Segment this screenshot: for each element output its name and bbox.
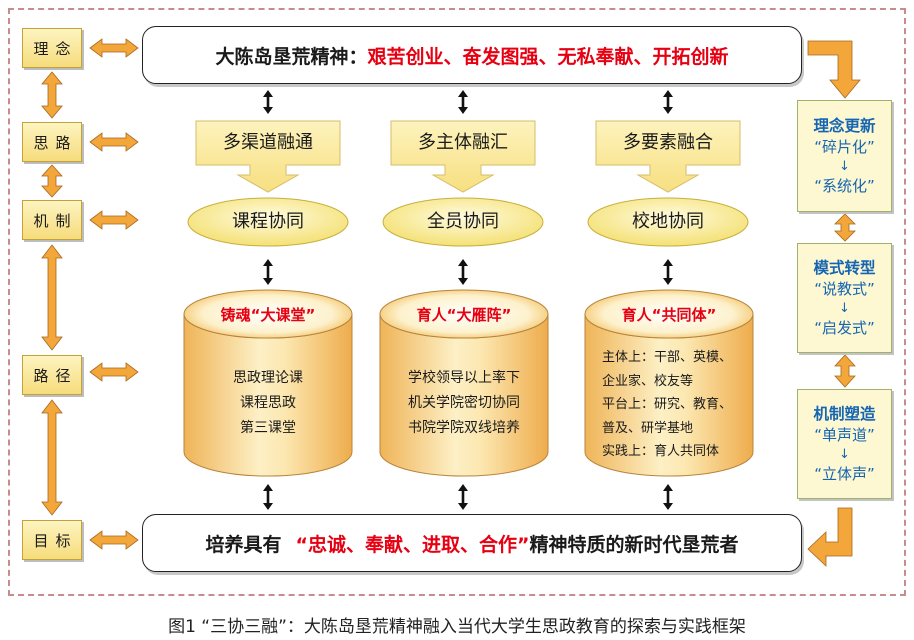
double-arrow-vertical xyxy=(41,399,63,516)
spirit-banner-prefix: 大陈岛垦荒精神： xyxy=(215,45,368,68)
left-box-mechanism: 机制 xyxy=(22,200,82,240)
synergy-ellipse-2 xyxy=(382,197,544,247)
connector-arrow xyxy=(663,484,673,510)
double-arrow-vertical xyxy=(834,213,856,242)
down-arrow-icon: ↓ xyxy=(839,447,850,462)
right-box-mode-shift: 模式转型 “说教式” ↓ “启发式” xyxy=(797,243,892,353)
goal-banner-prefix: 培养具有 xyxy=(205,533,282,556)
integration-label-1: 多渠道融通 xyxy=(223,132,313,153)
cylinder-lines-3: 主体上：干部、英模、 企业家、校友等 平台上：研究、教育、 普及、研学基地 实践… xyxy=(602,346,750,464)
right-box-to: “系统化” xyxy=(814,177,875,195)
connector-arrow xyxy=(458,90,468,114)
right-box-from: “碎片化” xyxy=(814,138,875,156)
double-arrow-horizontal xyxy=(89,210,139,230)
integration-label-2: 多主体融汇 xyxy=(418,132,508,153)
integration-box-1 xyxy=(195,120,341,193)
cylinder-title-1: 铸魂“大课堂” xyxy=(220,306,316,324)
synergy-label-1: 课程协同 xyxy=(232,211,304,232)
cylinder-line: 实践上：育人共同体 xyxy=(602,444,720,459)
connector-arrow xyxy=(263,484,273,510)
double-arrow-vertical xyxy=(41,244,63,351)
cylinder-line: 平台上：研究、教育、 xyxy=(602,397,733,412)
goal-banner-suffix: 精神特质的新时代垦荒者 xyxy=(529,533,739,556)
down-arrow-icon: ↓ xyxy=(839,301,850,316)
connector-arrow xyxy=(263,90,273,114)
cylinder-line: 机关学院密切协同 xyxy=(408,395,520,411)
double-arrow-horizontal xyxy=(89,530,139,550)
cylinder-lines-1: 思政理论课 课程思政 第三课堂 xyxy=(184,366,352,441)
double-arrow-horizontal xyxy=(89,38,139,58)
dashed-outer-frame xyxy=(8,8,906,596)
double-arrow-horizontal xyxy=(89,132,139,152)
double-arrow-horizontal xyxy=(89,362,139,382)
synergy-label-3: 校地协同 xyxy=(632,211,704,232)
connector-arrow xyxy=(458,259,468,285)
synergy-label-2: 全员协同 xyxy=(427,211,499,232)
left-box-approach: 思路 xyxy=(22,122,82,162)
cylinder-line: 课程思政 xyxy=(240,395,296,411)
right-box-from: “说教式” xyxy=(814,280,875,298)
cylinder-1 xyxy=(183,289,353,477)
figure-caption: 图1 “三协三融”：大陈岛垦荒精神融入当代大学生思政教育的探索与实践框架 xyxy=(168,617,746,637)
cylinder-line: 企业家、校友等 xyxy=(602,373,694,389)
cylinder-title-2: 育人“大雁阵” xyxy=(416,306,512,324)
integration-box-2 xyxy=(390,120,536,193)
spirit-banner-highlight: 艰苦创业、奋发图强、无私奉献、开拓创新 xyxy=(367,45,729,68)
cylinder-title-3: 育人“共同体” xyxy=(621,306,717,324)
right-box-title: 机制塑造 xyxy=(813,405,876,423)
connector-arrow xyxy=(458,484,468,510)
right-box-to: “立体声” xyxy=(814,465,875,483)
cylinder-2 xyxy=(379,289,549,477)
integration-label-3: 多要素融合 xyxy=(623,132,713,153)
double-arrow-vertical xyxy=(834,354,856,388)
right-box-title: 理念更新 xyxy=(813,117,876,135)
cylinder-line: 书院学院双线培养 xyxy=(408,420,520,436)
spirit-banner: 大陈岛垦荒精神：艰苦创业、奋发图强、无私奉献、开拓创新 xyxy=(142,26,802,84)
right-box-title: 模式转型 xyxy=(813,259,876,277)
cylinder-3 xyxy=(584,289,754,477)
integration-box-3 xyxy=(595,120,741,193)
goal-banner-highlight: “忠诚、奉献、进取、合作” xyxy=(295,533,530,556)
cylinder-line: 普及、研学基地 xyxy=(602,420,694,436)
cylinder-line: 学校领导以上率下 xyxy=(408,370,520,386)
bent-arrow-bottom-right xyxy=(807,507,853,567)
cylinder-lines-2: 学校领导以上率下 机关学院密切协同 书院学院双线培养 xyxy=(380,366,548,441)
connector-arrow xyxy=(663,90,673,114)
double-arrow-vertical xyxy=(41,71,63,119)
left-box-concept: 理念 xyxy=(22,28,82,68)
goal-banner: 培养具有 “忠诚、奉献、进取、合作”精神特质的新时代垦荒者 xyxy=(142,514,802,572)
synergy-ellipse-3 xyxy=(587,197,749,247)
right-box-from: “单声道” xyxy=(814,426,875,444)
connector-arrow xyxy=(263,259,273,285)
left-box-goal: 目标 xyxy=(22,520,82,560)
double-arrow-vertical xyxy=(41,164,63,198)
bent-arrow-top-right xyxy=(807,40,861,99)
synergy-ellipse-1 xyxy=(187,197,349,247)
right-box-concept-update: 理念更新 “碎片化” ↓ “系统化” xyxy=(797,100,892,212)
cylinder-line: 主体上：干部、英模、 xyxy=(602,350,733,365)
cylinder-line: 第三课堂 xyxy=(240,420,296,436)
cylinder-line: 思政理论课 xyxy=(233,370,303,386)
left-box-path: 路径 xyxy=(22,355,82,395)
right-box-mechanism-shaping: 机制塑造 “单声道” ↓ “立体声” xyxy=(797,389,892,499)
right-box-to: “启发式” xyxy=(814,319,875,337)
down-arrow-icon: ↓ xyxy=(839,159,850,174)
connector-arrow xyxy=(663,259,673,285)
